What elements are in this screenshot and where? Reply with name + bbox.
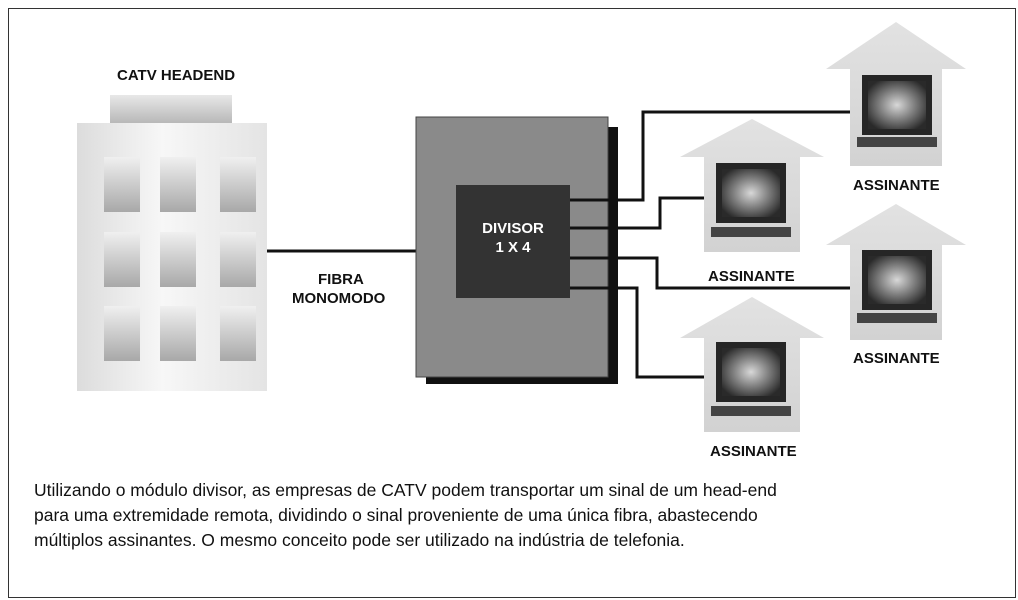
subscriber-house-2 bbox=[680, 119, 824, 252]
subscriber-house-4 bbox=[680, 297, 824, 432]
subscriber-label-2: ASSINANTE bbox=[708, 268, 795, 285]
splitter-label-line2: 1 X 4 bbox=[495, 239, 531, 256]
output-cables bbox=[570, 110, 862, 379]
headend-building-icon bbox=[77, 95, 267, 391]
splitter-label-line1: DIVISOR bbox=[482, 220, 544, 237]
subscriber-label-4: ASSINANTE bbox=[710, 443, 797, 460]
subscriber-house-1 bbox=[826, 22, 966, 166]
figure-caption: Utilizando o módulo divisor, as empresas… bbox=[34, 480, 777, 550]
splitter-module bbox=[415, 116, 618, 384]
fiber-label-line2: MONOMODO bbox=[292, 290, 386, 307]
subscriber-house-3 bbox=[826, 204, 966, 340]
subscriber-label-3: ASSINANTE bbox=[853, 350, 940, 367]
fiber-label-line1: FIBRA bbox=[318, 271, 364, 288]
figure-frame bbox=[8, 8, 1016, 598]
subscriber-label-1: ASSINANTE bbox=[853, 177, 940, 194]
headend-label: CATV HEADEND bbox=[117, 67, 235, 84]
